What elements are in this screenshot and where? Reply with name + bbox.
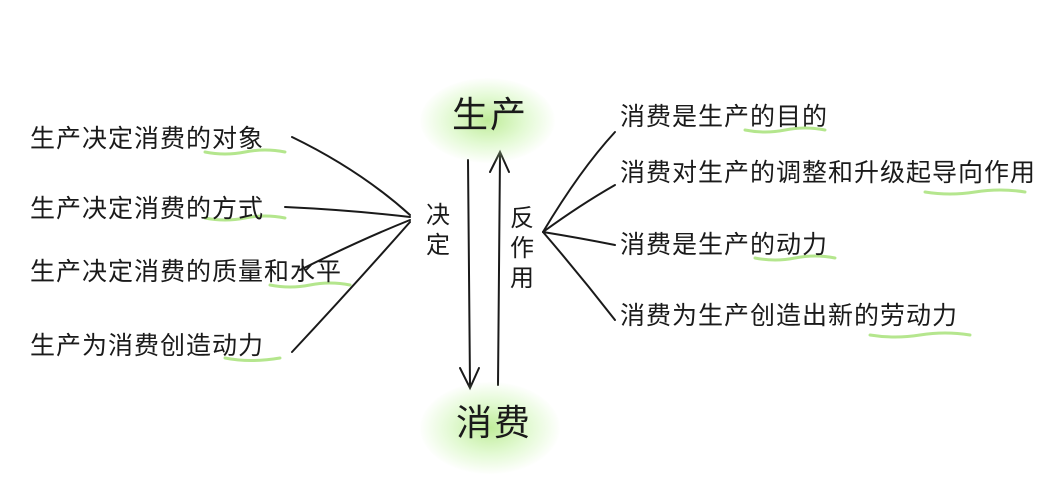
- top-node-glow: [420, 78, 555, 163]
- left-item-4: 生产为消费创造动力: [30, 331, 265, 360]
- highlight-right-3: [753, 254, 837, 262]
- decides-label: 决定: [426, 201, 450, 259]
- left-line-3: [299, 219, 411, 271]
- right-item-4: 消费为生产创造出新的劳动力: [620, 301, 959, 330]
- left-item-3: 生产决定消费的质量和水平: [30, 257, 343, 286]
- highlight-left-4: [223, 356, 282, 362]
- right-line-2: [542, 184, 616, 233]
- bottom-node-glow: [420, 382, 560, 474]
- highlight-left-1: [203, 148, 287, 156]
- consumption-node: 消费: [456, 403, 533, 444]
- left-line-1: [291, 136, 411, 216]
- right-line-4: [542, 231, 616, 321]
- left-line-4: [291, 221, 411, 353]
- right-item-3: 消费是生产的动力: [620, 230, 829, 259]
- right-line-3: [542, 231, 616, 246]
- highlight-left-3: [268, 281, 352, 289]
- production-node: 生产: [452, 95, 529, 136]
- up-arrow-line: [497, 154, 501, 386]
- highlight-right-2: [923, 188, 1027, 196]
- left-line-2: [284, 206, 411, 218]
- right-item-1: 消费是生产的目的: [620, 102, 829, 131]
- left-item-1: 生产决定消费的对象: [30, 124, 265, 153]
- reacts-label: 反作用: [510, 204, 534, 292]
- highlight-left-2: [203, 214, 287, 222]
- highlight-right-4: [868, 331, 972, 339]
- right-item-2: 消费对生产的调整和升级起导向作用: [620, 158, 1037, 187]
- left-item-2: 生产决定消费的方式: [30, 194, 265, 223]
- right-line-1: [542, 131, 616, 233]
- down-arrow-line: [467, 159, 471, 386]
- highlight-right-1: [743, 126, 827, 134]
